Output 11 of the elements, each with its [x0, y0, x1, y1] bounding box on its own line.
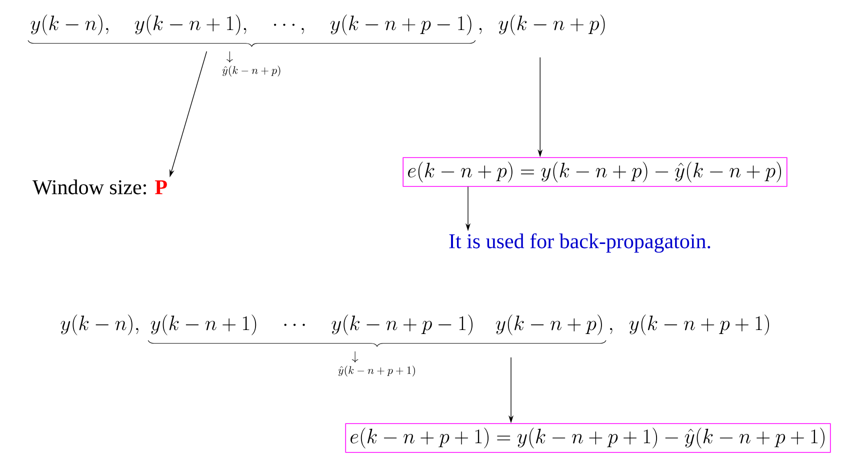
formula: $y(k-n+1)\quad \cdots\quad y(k-n+p-1)\quad y(k-n+p)$ [150, 314, 602, 336]
formula: $y(k-n),\quad y(k-n+1),\quad \cdots,\quad y(k-n+p-1)$ [30, 14, 472, 36]
note-text: It is used for back-propagatoin. [449, 233, 710, 253]
formula: $,\;\; y(k-n+p+1)$ [610, 314, 769, 336]
estimate-label: $\hat{y}(k-n+p+1)$ [338, 366, 415, 377]
window-size-label: Window size: P [32, 180, 167, 194]
formula: $y(k-n),$ [60, 314, 138, 336]
formula: $,\;\; y(k-n+p)$ [479, 14, 605, 36]
formula-box: $e(k-n+p) = y(k-n+p) - \hat{y}(k-n+p)$ [402, 157, 788, 187]
formula-box: $e(k-n+p+1) = y(k-n+p+1) - \hat{y}(k-n+p+1)$ [345, 423, 831, 453]
estimate-label: $\hat{y}(k-n+p)$ [222, 66, 280, 76]
